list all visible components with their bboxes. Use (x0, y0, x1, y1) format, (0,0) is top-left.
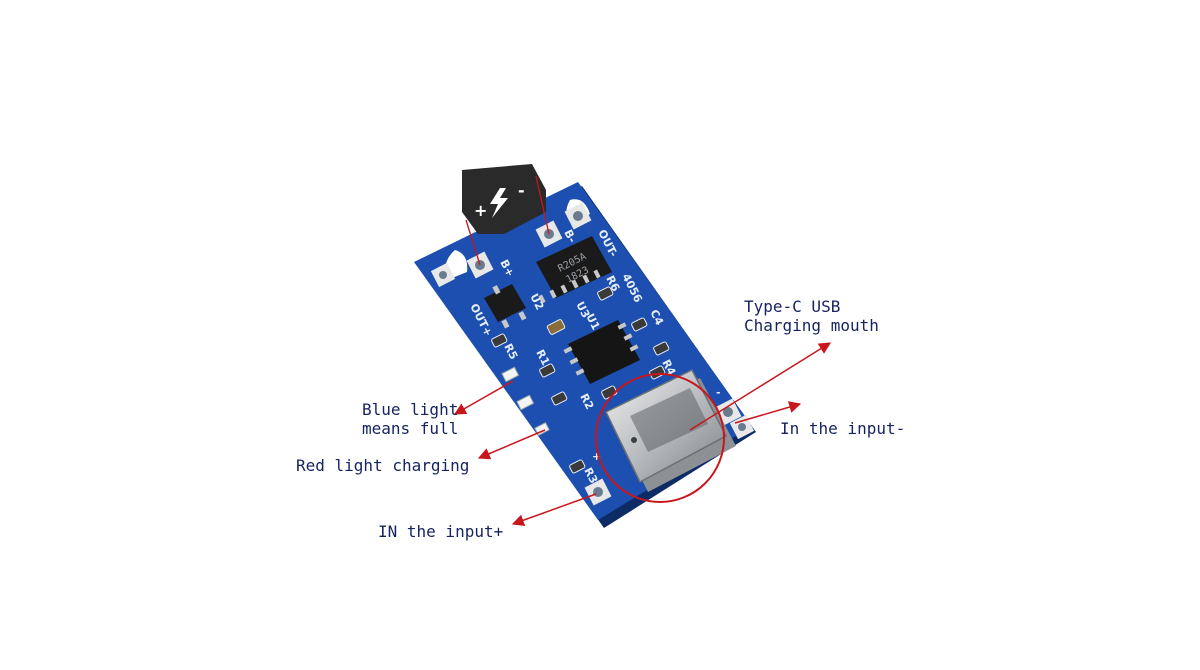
arrow-in-plus (511, 493, 597, 526)
silk-in-minus: - (716, 386, 721, 399)
blue-label-line1: Blue light (362, 400, 459, 419)
input-plus-label: IN the input+ (378, 522, 504, 541)
red-led (516, 394, 535, 411)
charger-ic (563, 320, 640, 384)
type-c-label-line2: Charging mouth (744, 316, 879, 335)
input-minus-label: In the input- (780, 419, 906, 438)
arrow-type-c (689, 342, 832, 431)
blue-light-label: Blue light means full (350, 400, 458, 438)
blue-label-line2: means full (362, 419, 459, 438)
usb-type-c-connector (604, 369, 736, 492)
arrow-red-light (477, 429, 546, 460)
type-c-highlight-circle (595, 373, 725, 503)
passive-components (491, 286, 670, 474)
battery-minus-sign: - (518, 181, 525, 200)
silk-bminus: B- (561, 227, 578, 244)
battery-plus-sign: + (474, 201, 487, 220)
blue-led (501, 366, 520, 383)
type-c-usb-label: Type-C USB Charging mouth (744, 297, 879, 335)
pcb-board: R205A 1823 (414, 182, 756, 528)
bolt-icon (490, 188, 508, 218)
callout-arrows (453, 342, 832, 526)
mosfet (484, 284, 527, 329)
silk-in-plus: + (592, 450, 601, 463)
protection-ic: R205A 1823 (536, 236, 612, 304)
type-c-label-line1: Type-C USB (744, 297, 841, 316)
arrow-blue-light (453, 380, 514, 415)
arrow-in-minus (734, 401, 802, 424)
red-light-label: Red light charging (296, 456, 470, 475)
battery-icon: + - (462, 164, 550, 266)
